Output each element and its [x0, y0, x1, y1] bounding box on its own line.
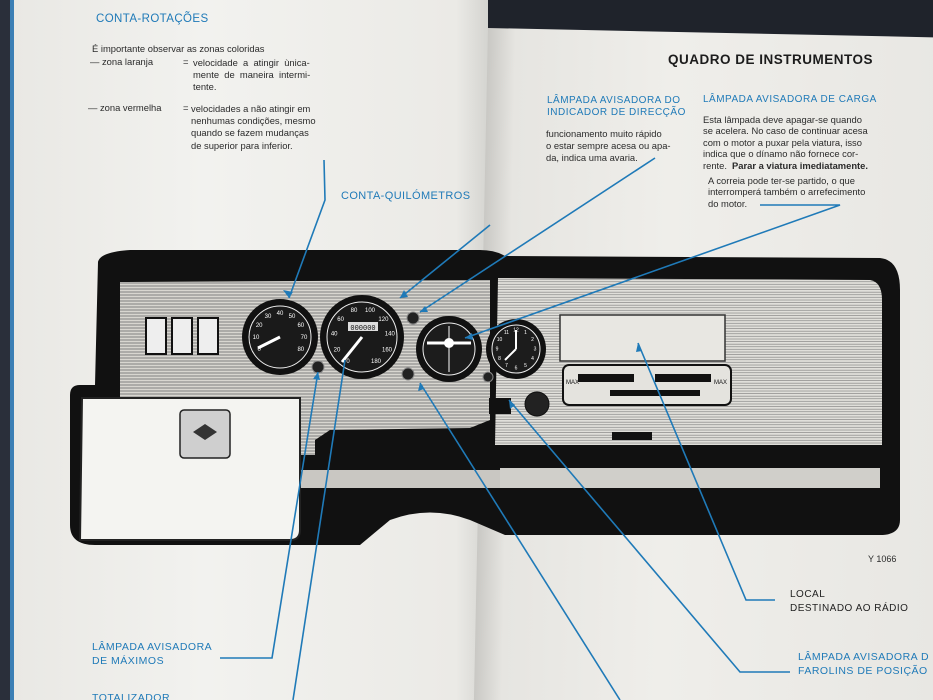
speedo-tick-label: 40	[331, 332, 338, 338]
speedo-tick-label: 140	[385, 332, 396, 338]
callout-lines	[220, 157, 841, 700]
switch-small	[489, 398, 511, 414]
clock-tick-label: 6	[515, 366, 518, 372]
clock-tick-label: 8	[498, 356, 501, 362]
speedo-tick-label: 80	[351, 308, 358, 314]
position-lamp	[401, 367, 415, 381]
highbeam-lamp	[311, 360, 325, 374]
red-zone-label: — zona vermelha	[88, 102, 162, 113]
charge-text-2: A correia pode ter-se partido, o que int…	[708, 175, 866, 209]
glovebox	[78, 397, 301, 541]
clock-tick-label: 9	[496, 347, 499, 353]
speedo-tick-label: 0	[346, 359, 350, 365]
speedo-tick-label: 120	[378, 317, 389, 323]
heater-panel	[562, 364, 732, 406]
odometer-title: CONTA-QUILÓMETROS	[341, 190, 471, 202]
switch-1	[145, 317, 167, 355]
page-title: QUADRO DE INSTRUMENTOS	[668, 52, 874, 67]
charge-title: LÂMPADA AVISADORA DE CARGA	[703, 94, 877, 105]
speedo-tick-label: 60	[337, 317, 344, 323]
tach-tick-label: 70	[301, 335, 308, 341]
indicator-text: funcionamento muito rápido o estar sempr…	[546, 128, 671, 164]
position-lamp-callout: LÂMPADA AVISADORA D FAROLINS DE POSIÇÃO	[798, 651, 930, 677]
charge-text-1: Esta lâmpada deve apagar-se quando se ac…	[703, 114, 868, 171]
partial-callout: TOTALIZADOR	[92, 692, 171, 700]
speedo-tick-label: 160	[382, 348, 393, 354]
clock-tick-label: 5	[524, 363, 527, 369]
clock-tick-label: 4	[531, 356, 534, 362]
rev-counter-title: CONTA-ROTAÇÕES	[96, 13, 209, 25]
clock-tick-label: 11	[504, 330, 509, 336]
lower-strip	[300, 470, 500, 488]
lamp-small	[482, 371, 494, 383]
heater-max-right: MAX	[714, 380, 727, 386]
latch-icon	[193, 424, 217, 440]
tach-tick-label: 10	[253, 335, 260, 341]
orange-zone-label: — zona laranja	[90, 56, 154, 67]
speedo-tick-label: 100	[365, 308, 376, 314]
red-zone-text: velocidades a não atingir em nenhumas co…	[191, 103, 316, 151]
tach-tick-label: 50	[289, 314, 296, 320]
orange-zone-text: velocidade a atingir ùnica- mente de man…	[193, 57, 311, 93]
charge-lamp	[444, 338, 454, 348]
clock-tick-label: 2	[531, 337, 534, 343]
clock-tick-label: 7	[505, 363, 508, 369]
charge-text-bold: Parar a viatura imediatamente.	[732, 160, 869, 171]
clock-tick-label: 12	[513, 328, 519, 334]
speedo-tick-label: 20	[334, 348, 341, 354]
figure-ref: Y 1066	[868, 554, 897, 564]
indicator-title: LÂMPADA AVISADORA DO INDICADOR DE DIRECÇ…	[547, 95, 686, 118]
switch-3	[197, 317, 219, 355]
tach-tick-label: 40	[277, 311, 284, 317]
tach-tick-label: 0	[258, 347, 262, 353]
page-edge-stripe	[10, 0, 14, 700]
orange-zone-eq: =	[183, 56, 189, 67]
highbeam-callout: LÂMPADA AVISADORA DE MÁXIMOS	[92, 641, 213, 667]
speedo-needle	[340, 336, 364, 363]
clock-tick-label: 1	[524, 330, 527, 336]
switch-2	[171, 317, 193, 355]
tach-tick-label: 80	[297, 347, 304, 353]
lower-strip-right	[500, 468, 880, 488]
red-zone-eq: =	[183, 102, 189, 113]
tach-needle	[257, 335, 281, 350]
radio-callout: LOCAL DESTINADO AO RÁDIO	[790, 589, 909, 614]
tach-tick-label: 20	[256, 323, 263, 329]
odometer-digits: 000000	[350, 325, 375, 333]
ignition	[524, 391, 550, 417]
tach-tick-label: 30	[265, 314, 272, 320]
indicator-lamp	[406, 311, 420, 325]
clock-tick-label: 10	[497, 337, 503, 343]
rev-intro: É importante observar as zonas coloridas	[92, 43, 265, 54]
clock-tick-label: 3	[534, 347, 537, 353]
odometer-window	[348, 322, 378, 331]
speedo-tick-label: 180	[371, 359, 382, 365]
heater-max-left: MAX	[566, 380, 579, 386]
tach-tick-label: 60	[297, 323, 304, 329]
